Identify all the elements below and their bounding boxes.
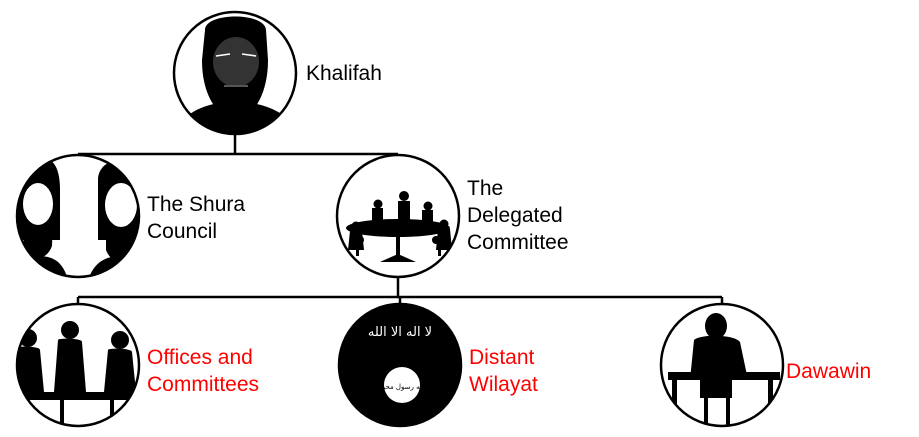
shura-council-icon xyxy=(15,153,141,279)
distant-wilayat-label-line-1: Distant xyxy=(469,346,535,369)
distant-wilayat-label-line-2: Wilayat xyxy=(469,373,538,396)
flag-top-text: لا اله الا الله xyxy=(368,325,432,340)
shura-council-label: The Shura Council xyxy=(147,191,245,245)
distant-wilayat-label: Distant Wilayat xyxy=(469,344,538,398)
delegated-committee-label-line-2: Delegated xyxy=(467,204,563,227)
delegated-committee-label-line-3: Committee xyxy=(467,231,569,254)
dawawin-label-line-1: Dawawin xyxy=(786,360,872,383)
khalifah-portrait-icon xyxy=(172,10,298,136)
offices-committees-label-line-1: Offices and xyxy=(147,346,253,369)
offices-committees-label: Offices and Committees xyxy=(147,344,259,398)
shura-council-label-line-1: The Shura xyxy=(147,193,246,216)
offices-committees-icon xyxy=(15,302,141,428)
khalifah-label: Khalifah xyxy=(306,60,382,87)
delegated-committee-icon xyxy=(335,153,461,279)
offices-committees-label-line-2: Committees xyxy=(147,373,260,396)
shura-council-label-line-2: Council xyxy=(147,220,218,243)
distant-wilayat-flag-icon: لا اله الا الله الله رسول محمد xyxy=(337,302,463,428)
delegated-committee-label-line-1: The xyxy=(467,177,504,200)
flag-seal xyxy=(384,367,420,403)
khalifah-label-line-1: Khalifah xyxy=(306,62,382,85)
delegated-committee-label: The Delegated Committee xyxy=(467,175,569,256)
flag-seal-text: الله رسول محمد xyxy=(378,383,427,391)
dawawin-label: Dawawin xyxy=(786,358,871,385)
connector-lines xyxy=(76,134,724,304)
dawawin-icon xyxy=(659,302,785,428)
